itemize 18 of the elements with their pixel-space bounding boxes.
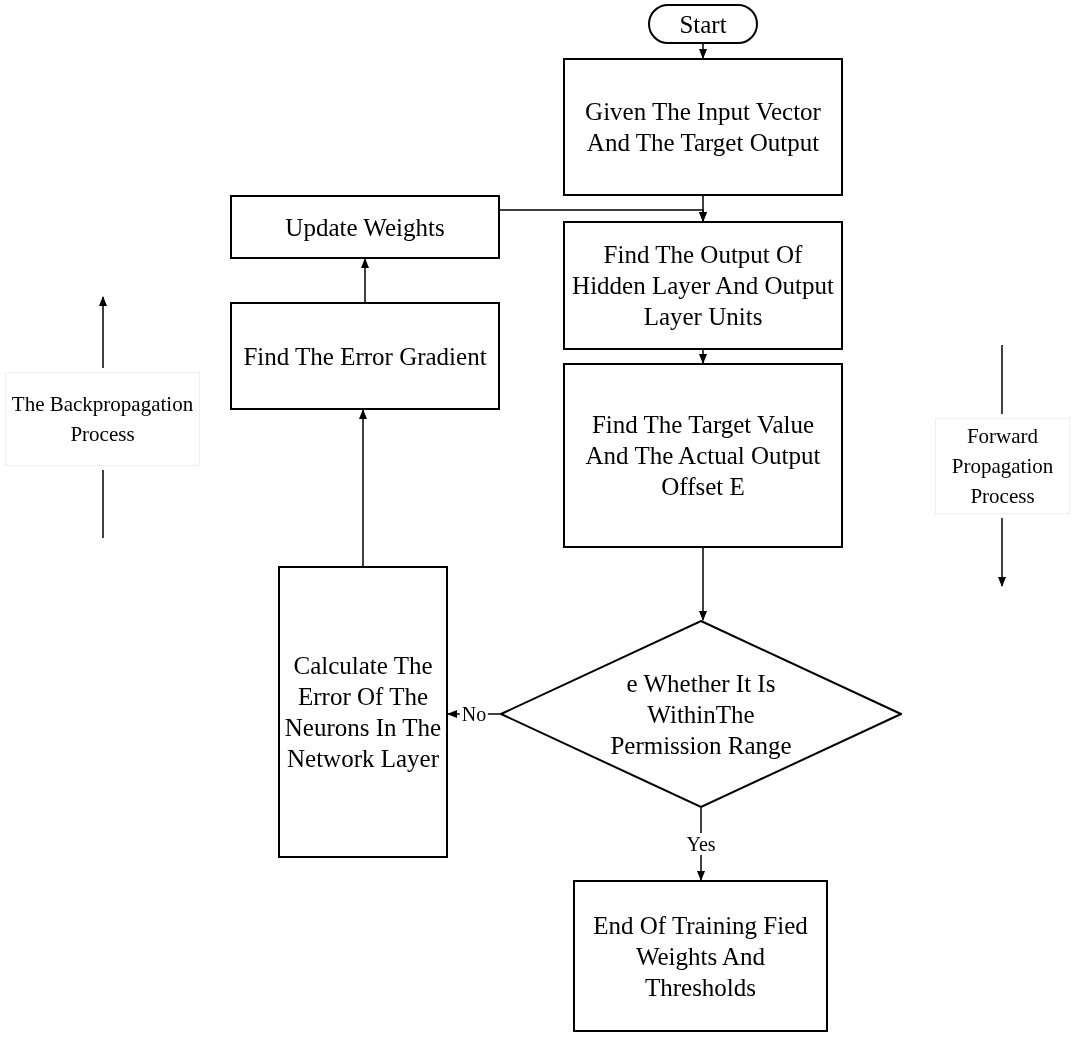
arrow (699, 349, 707, 364)
process-box: Find The Target Value And The Actual Output Offset E (563, 363, 843, 548)
arrow (699, 43, 707, 59)
arrow (359, 409, 367, 567)
process-label: The Backpropagation Process (5, 372, 200, 466)
terminal-box: End Of Training Fied Weights And Thresholds (573, 880, 828, 1032)
process-box: Given The Input Vector And The Target Output (563, 58, 843, 196)
process-label: Forward Propagation Process (935, 418, 1070, 514)
edge-label: Yes (684, 833, 718, 855)
decision-diamond: e Whether It Is WithinThe Permission Range (500, 620, 902, 808)
process-box: Find The Output Of Hidden Layer And Output Layer Units (563, 221, 843, 350)
arrow (499, 209, 707, 222)
start-terminal: Start (648, 4, 758, 44)
arrow (699, 547, 707, 621)
process-box: Find The Error Gradient (230, 302, 500, 410)
arrow (361, 258, 369, 303)
process-box: Update Weights (230, 195, 500, 259)
process-box: Calculate The Error Of The Neurons In The Network Layer (278, 566, 448, 858)
